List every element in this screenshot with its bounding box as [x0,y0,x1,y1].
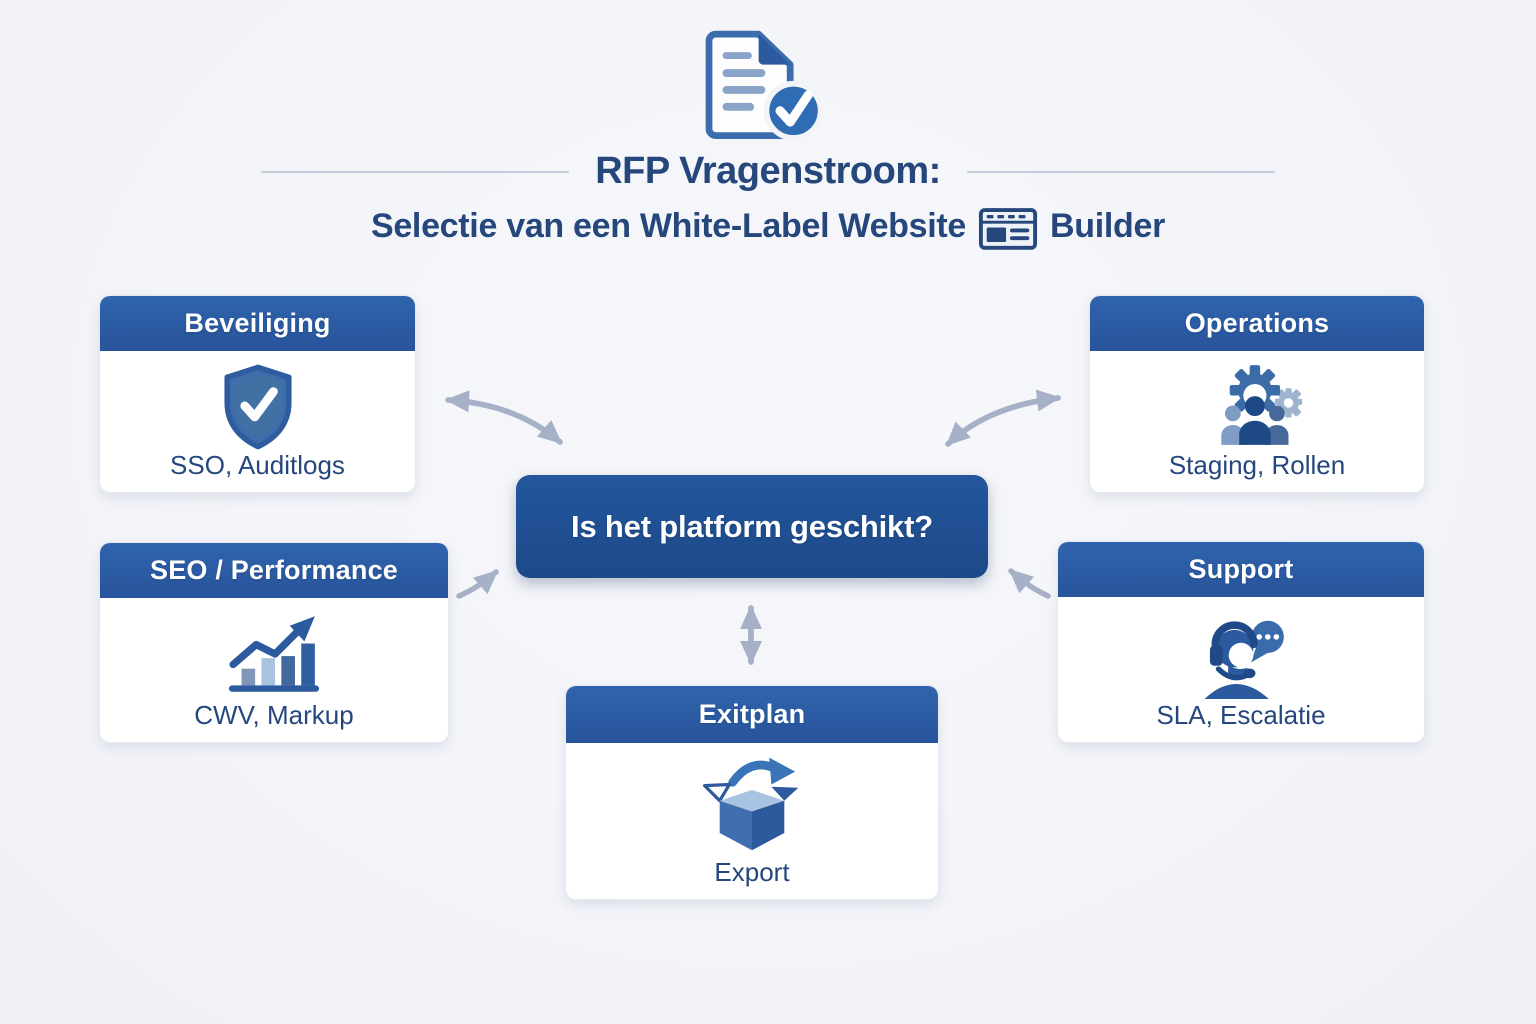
card-body-seo-performance: CWV, Markup [100,598,448,742]
document-check-icon [705,30,824,141]
card-body-operations: Staging, Rollen [1090,351,1424,492]
card-subtitle-seo-performance: CWV, Markup [194,700,354,730]
gears-team-icon [1221,365,1303,445]
center-question-node: Is het platform geschikt? [516,475,988,578]
card-title-beveiliging: Beveiliging [100,296,415,351]
card-title-operations: Operations [1090,296,1424,351]
card-subtitle-exitplan: Export [714,857,790,887]
shield-check-icon [223,364,292,450]
card-body-exitplan: Export [566,743,938,899]
card-subtitle-operations: Staging, Rollen [1168,450,1346,480]
node-card-operations: Operations [1090,296,1424,492]
node-card-support: Support SLA, [1058,542,1424,742]
title-rule-left [261,170,570,173]
card-subtitle-support: SLA, Escalatie [1156,700,1326,730]
page-title: RFP Vragenstroom: [595,150,941,192]
title-row: RFP Vragenstroom: [0,150,1536,193]
card-subtitle-beveiliging: SSO, Auditlogs [170,450,345,480]
card-title-seo-performance: SEO / Performance [100,543,448,598]
connector-center-operations [945,389,1061,447]
connector-beveiliging-center [445,397,563,445]
page-subtitle: Selectie van een White-Label Website Bui… [0,202,1536,251]
connector-center-beveiliging [445,390,563,445]
node-card-seo-performance: SEO / Performance CWV, Markup [100,543,448,742]
subtitle-suffix: Builder [1050,207,1166,245]
card-title-support: Support [1058,542,1424,597]
card-title-exitplan: Exitplan [566,686,938,743]
node-card-beveiliging: Beveiliging SSO, Auditlogs [100,296,415,492]
website-builder-icon [978,208,1038,250]
headset-agent-icon [1204,620,1284,699]
card-body-support: SLA, Escalatie [1058,597,1424,742]
title-rule-right [966,170,1275,173]
export-box-icon [703,757,799,851]
connector-support-center [1008,568,1051,599]
bar-chart-growth-icon [228,616,320,692]
connector-seo-center [456,569,499,599]
subtitle-prefix: Selectie van een White-Label Website [370,207,967,245]
connector-operations-center [945,395,1061,447]
center-question-label: Is het platform geschikt? [571,508,933,544]
node-card-exitplan: Exitplan Export [566,686,938,899]
card-body-beveiliging: SSO, Auditlogs [100,351,415,492]
